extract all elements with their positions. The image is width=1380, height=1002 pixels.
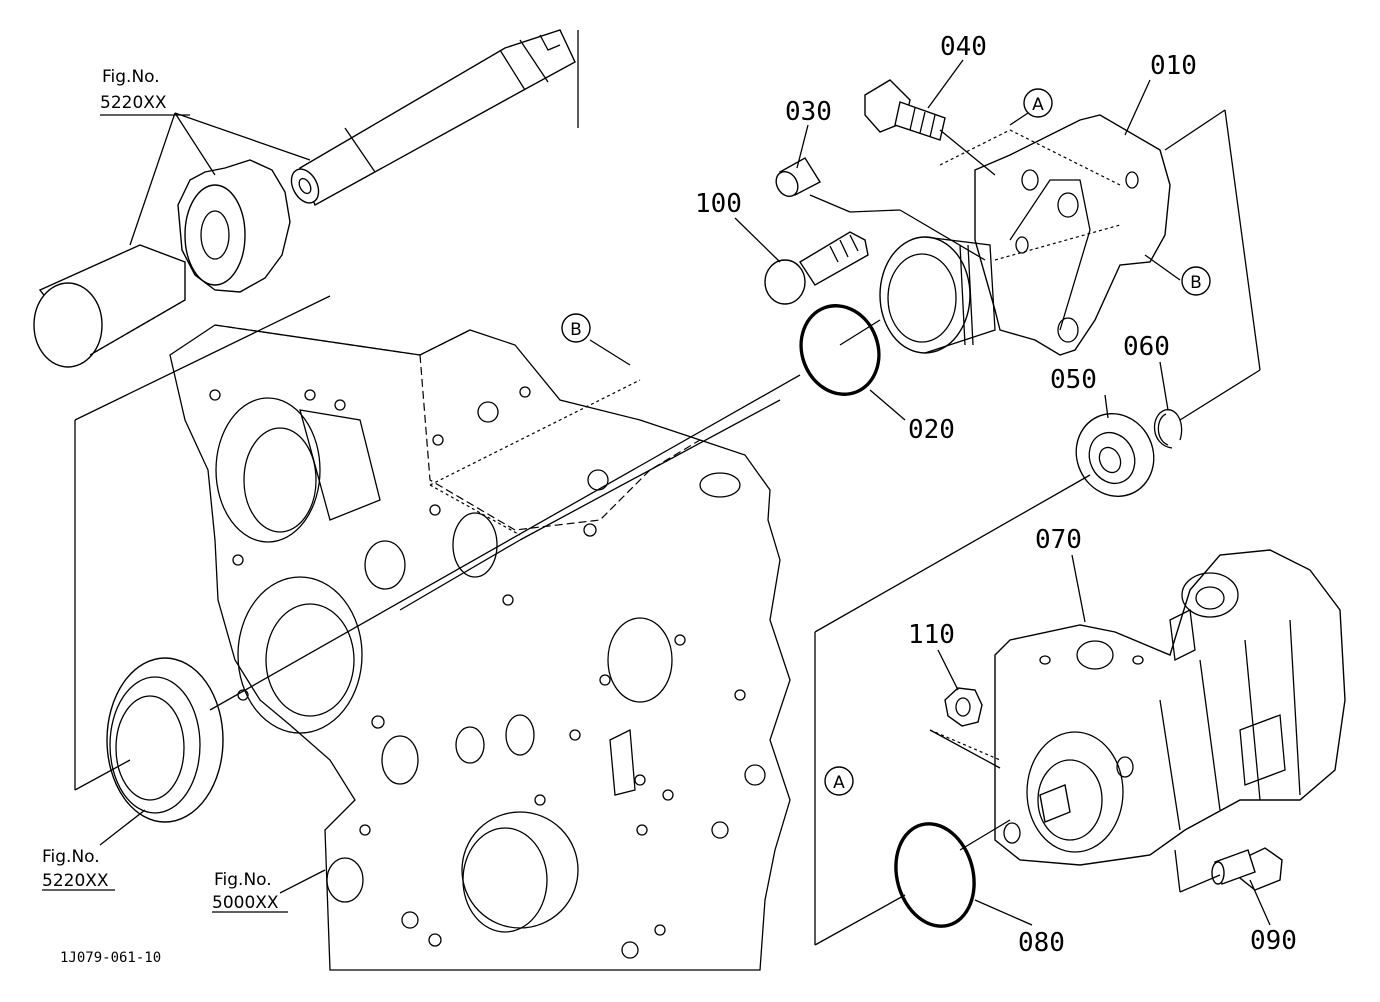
svg-text:5000XX: 5000XX (212, 893, 279, 913)
svg-text:5220XX: 5220XX (100, 93, 167, 113)
part-050-bearing (1075, 412, 1155, 498)
svg-text:5220XX: 5220XX (42, 871, 109, 891)
fig-ref-bottom-center: Fig.No. 5000XX (212, 870, 279, 913)
assembly-lines (74, 109, 1261, 946)
label-030: 030 (785, 97, 832, 127)
label-020: 020 (908, 415, 955, 445)
gear-case (169, 324, 791, 971)
case-holes (209, 386, 766, 959)
svg-text:B: B (570, 320, 582, 340)
label-010: 010 (1150, 51, 1197, 81)
part-030-pin (775, 157, 821, 198)
shaft-assembly (33, 29, 579, 368)
label-090: 090 (1250, 926, 1297, 956)
marker-a-pump: A (824, 766, 854, 796)
svg-text:A: A (1032, 95, 1044, 115)
part-080-o-ring (894, 822, 976, 928)
fig-ref-top-left: Fig.No. 5220XX (100, 67, 167, 113)
marker-a-top: A (1023, 88, 1053, 118)
fig-ref-bottom-left: Fig.No. 5220XX (42, 847, 109, 891)
svg-text:Fig.No.: Fig.No. (42, 847, 100, 867)
label-080: 080 (1018, 928, 1065, 958)
part-090-bolt (1211, 847, 1283, 891)
part-040-bolt (864, 79, 946, 141)
part-110-nut (944, 687, 983, 727)
part-010-bracket (879, 114, 1171, 356)
label-100: 100 (695, 189, 742, 219)
label-050: 050 (1050, 365, 1097, 395)
svg-text:Fig.No.: Fig.No. (102, 67, 160, 87)
drawing-code: 1J079-061-10 (60, 950, 161, 966)
part-020-o-ring (799, 304, 881, 396)
leader-lines (42, 59, 1271, 926)
label-070: 070 (1035, 525, 1082, 555)
part-060-circlip (1153, 409, 1183, 449)
marker-b-right: B (1181, 266, 1211, 296)
svg-text:B: B (1190, 273, 1202, 293)
label-110: 110 (908, 620, 955, 650)
gear (177, 159, 291, 293)
oil-seal (106, 657, 224, 823)
marker-b-case: B (561, 313, 591, 343)
svg-text:A: A (833, 773, 845, 793)
label-060: 060 (1123, 332, 1170, 362)
part-100-bolt (764, 231, 869, 305)
part-070-pump (994, 549, 1346, 866)
label-040: 040 (940, 32, 987, 62)
svg-text:Fig.No.: Fig.No. (214, 870, 272, 890)
